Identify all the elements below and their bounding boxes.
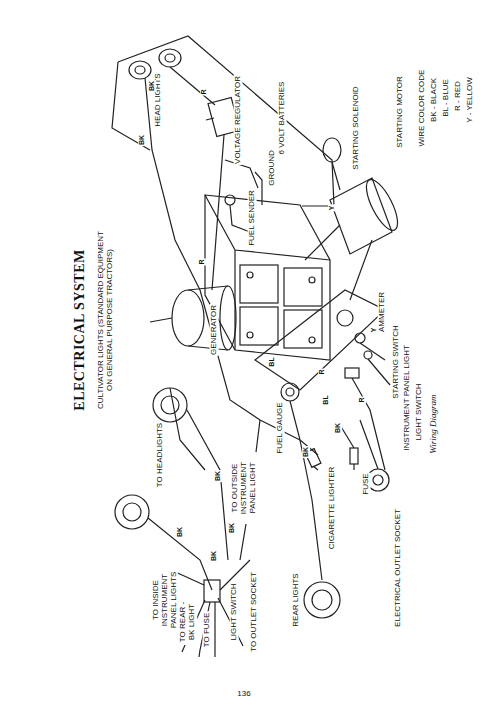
part-label: TO OUTLET SOCKET (250, 571, 259, 653)
wire-color-code: Y (328, 205, 336, 212)
wire-color-code: Y (370, 327, 378, 334)
wire-color-code: R (200, 88, 208, 95)
part-label: Y - YELLOW (466, 76, 475, 124)
wire-color-code: BK (214, 470, 222, 482)
wire-color-code: BL (322, 394, 330, 405)
part-label: FUSE (362, 472, 371, 495)
part-label: TO REAR - BK LIGHT (179, 599, 197, 645)
page-number: 136 (236, 690, 251, 699)
part-label: WIRE COLOR CODE (418, 69, 427, 148)
part-label: STARTING MOTOR (396, 75, 405, 149)
part-label: 6 VOLT BATTERIES (278, 81, 287, 156)
wire-color-code: BL (268, 356, 276, 367)
part-label: BL - BLUE (442, 78, 451, 118)
part-label: CIGARETTE LIGHTER (328, 466, 337, 551)
part-label: GENERATOR (210, 304, 219, 356)
part-label: TO OUTSIDE INSTRUMENT PANEL LIGHT (231, 452, 257, 524)
wire-color-code: R (358, 396, 366, 403)
part-label: TO INSIDE INSTRUMENT PANEL LIGHTS (152, 559, 178, 641)
part-label: FUEL SENDER (248, 189, 257, 247)
wire-color-code: BK (138, 134, 146, 146)
part-label: TO FUSE (203, 612, 212, 649)
part-label: VOLTAGE REGULATOR (234, 75, 243, 165)
part-label: FUEL GAUGE (276, 401, 285, 454)
part-label: LIGHT SWITCH (230, 582, 239, 641)
wire-color-code: BK (210, 550, 218, 562)
part-label: STARTING SWITCH (392, 324, 401, 399)
wire-color-code: BK (148, 80, 156, 92)
part-label: BK - BLACK (430, 77, 439, 123)
part-label: STARTING SOLENOID (352, 85, 361, 170)
diagram-title: ELECTRICAL SYSTEM (72, 248, 87, 411)
part-label: INSTRUMENT PANEL LIGHT (403, 344, 412, 452)
part-label: LIGHT SWITCH (415, 382, 424, 441)
part-label: REAR LIGHTS (292, 572, 301, 627)
wire-color-code: BK (176, 526, 184, 538)
part-label: ELECTRICAL OUTLET SOCKET (394, 508, 403, 628)
wire-color-code: BK (302, 446, 310, 458)
diagram-caption: Wiring Diagram (429, 393, 439, 454)
wire-color-code: BK (228, 522, 236, 534)
part-label: GROUND (268, 149, 277, 187)
part-label: AMMETER (378, 291, 387, 333)
wire-color-code: R (318, 368, 326, 375)
wire-color-code: R (198, 258, 206, 265)
part-label: CULTIVATOR LIGHTS (STANDARD EQUIPMENT ON… (97, 229, 115, 411)
wire-color-code: BK (334, 422, 342, 434)
part-label: TO HEADLIGHTS (156, 422, 165, 488)
part-label: R - RED (454, 80, 463, 112)
